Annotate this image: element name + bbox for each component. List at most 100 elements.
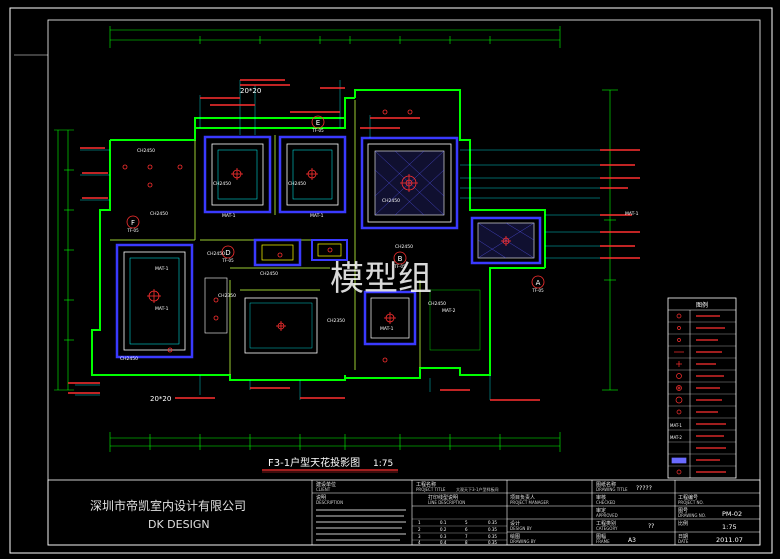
material-labels: MAT-1 MAT-1 MAT-1 MAT-1 MAT-1 MAT-2 MAT-… <box>155 211 639 332</box>
downlight-icon <box>327 247 333 253</box>
date-label: 日期 <box>678 534 688 540</box>
mat-label: MAT-1 <box>310 213 324 219</box>
approve-label: 审定 <box>596 507 606 514</box>
category-label-en: CATEGORY <box>596 526 618 531</box>
downlight-icon <box>167 347 173 353</box>
ceiling-light-icon <box>147 289 161 303</box>
exterior-walls <box>91 89 546 381</box>
top-dimension-chain <box>109 26 561 48</box>
ch-label: CH2450 <box>428 301 446 307</box>
svg-text:2: 2 <box>418 527 421 532</box>
mat-label: MAT-1 <box>222 213 236 219</box>
svg-text:0.35: 0.35 <box>488 520 497 525</box>
ceiling-light-icon <box>501 236 511 246</box>
size-value: A3 <box>628 537 636 544</box>
svg-text:0.35: 0.35 <box>488 540 497 545</box>
drawing-title: F3-1户型天花投影图 <box>268 456 360 469</box>
draw-label: 绘图 <box>510 533 520 540</box>
downlight-icon <box>147 164 153 170</box>
category-label: 工程类别 <box>596 520 616 527</box>
svg-text:1: 1 <box>418 520 421 525</box>
company-name-en: DK DESIGN <box>148 518 210 531</box>
svg-text:4: 4 <box>418 540 421 545</box>
project-no-label-en: PROJECT NO. <box>678 500 704 505</box>
check-label-en: CHECKED <box>596 500 615 505</box>
drawing-title-label-en: DRAWING TITLE <box>596 487 628 492</box>
svg-text:0.4: 0.4 <box>440 540 447 545</box>
legend-title: 图例 <box>696 301 708 309</box>
desc-label-en: DESCRIPTION <box>316 500 343 505</box>
downlight-icon <box>277 252 283 258</box>
drawing-title-label: 图纸名称 <box>596 481 616 488</box>
sheet-outer-border <box>9 7 773 554</box>
ch-label: CH2450 <box>213 181 231 187</box>
legend-item-mat2: MAT-2 <box>670 435 682 440</box>
project-label: 工程名称 <box>416 481 436 488</box>
client-label: 建设单位 <box>316 481 336 488</box>
ceiling-panel-bedroom-top-left <box>203 135 272 214</box>
ch-label: CH2450 <box>260 271 278 277</box>
ch-label: CH2450 <box>382 198 400 204</box>
ceiling-panel-corridor <box>253 238 348 267</box>
project-value: 大观天下3-1户型样板间 <box>456 486 499 492</box>
line-desc-label-en: LINE DESCRIPTION <box>428 500 465 505</box>
downlight-icon <box>122 164 128 170</box>
annotation-leaders <box>75 80 600 400</box>
mat-label: MAT-1 <box>155 306 169 312</box>
check-label: 审核 <box>596 494 606 501</box>
pm-label: 项目负责人 <box>510 494 535 501</box>
client-label-en: CLIENT <box>316 487 331 492</box>
drawing-title-value: ????? <box>636 485 652 492</box>
svg-text:5: 5 <box>465 520 468 525</box>
downlight-icon <box>213 297 219 303</box>
downlight-icon <box>382 357 388 363</box>
light-fixtures <box>122 109 511 363</box>
ceiling-light-icon <box>306 168 318 180</box>
top-note-20x20: 20*20 <box>240 87 261 95</box>
ceiling-panel-master-bedroom <box>115 243 194 359</box>
ch-label: CH2450 <box>120 356 138 362</box>
bottom-note-20x20: 20*20 <box>150 395 171 403</box>
svg-text:8: 8 <box>465 540 468 545</box>
legend-box: 图例 <box>667 297 737 479</box>
ch-label: CH2450 <box>288 181 306 187</box>
mat-label: MAT-1 <box>625 211 639 217</box>
section-code-f: TF-05 <box>126 228 139 233</box>
ch-label: CH2350 <box>218 293 236 299</box>
section-markers <box>126 115 545 289</box>
section-letter-a: A <box>536 279 541 287</box>
ceiling-light-icon <box>276 321 286 331</box>
ceiling-light-icon <box>384 312 396 324</box>
section-letter-d: D <box>225 249 230 257</box>
ceiling-panel-kitchen <box>204 277 481 351</box>
drawing-no-label: 图号 <box>678 508 688 514</box>
design-label: 设计 <box>510 520 520 527</box>
scale-value: 1:75 <box>722 523 737 531</box>
project-label-en: PROJECT TITLE <box>416 487 446 492</box>
desc-label: 说明 <box>316 494 326 501</box>
downlight-icon <box>213 315 219 321</box>
chandelier-icon <box>400 174 418 192</box>
drawing-no-label-en: DRAWING NO. <box>678 513 706 518</box>
small-annotation-text <box>68 79 640 401</box>
svg-text:0.35: 0.35 <box>488 534 497 539</box>
size-label-en: FRAME <box>596 539 610 544</box>
date-value: 2011.07 <box>716 536 743 544</box>
project-no-label: 工程编号 <box>678 494 698 501</box>
category-value: ?? <box>648 523 654 530</box>
ceiling-panel-bathroom <box>363 290 417 346</box>
ceiling-light-icon <box>231 168 243 180</box>
downlight-icon <box>382 109 388 115</box>
section-code-a: TF-05 <box>531 288 544 293</box>
approve-label-en: APPROVED <box>596 513 618 518</box>
downlight-icon <box>177 164 183 170</box>
watermark-text: 模型组 <box>330 259 432 299</box>
ceiling-panel-study <box>244 297 318 354</box>
svg-text:0.1: 0.1 <box>440 520 447 525</box>
legend-symbols <box>671 313 687 475</box>
pm-label-en: PROJECT MANAGER <box>510 500 549 505</box>
drawing-scale: 1:75 <box>373 459 393 469</box>
ch-label: CH2450 <box>150 211 168 217</box>
section-letter-f: F <box>131 219 135 227</box>
